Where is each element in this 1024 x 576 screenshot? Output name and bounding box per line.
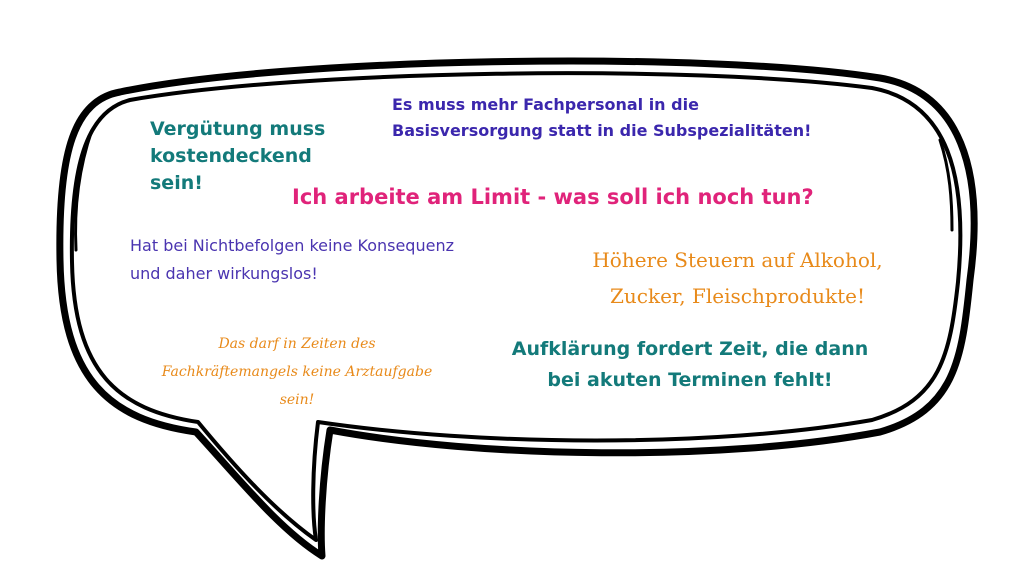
bubble-accent-stroke-left bbox=[74, 128, 94, 252]
quote-am-limit: Ich arbeite am Limit - was soll ich noch… bbox=[292, 185, 814, 209]
quote-aufklaerung: Aufklärung fordert Zeit, die dann bei ak… bbox=[511, 338, 869, 391]
quote-hoehere-steuern: Höhere Steuern auf Alkohol, Zucker, Flei… bbox=[592, 248, 883, 308]
quote-keine-konsequenz: Hat bei Nichtbefolgen keine Konsequenz u… bbox=[130, 236, 454, 283]
quote-fachpersonal: Es muss mehr Fachpersonal in die Basisve… bbox=[392, 95, 812, 140]
bubble-outer-stroke bbox=[56, 57, 978, 560]
bubble-inner-stroke bbox=[69, 71, 963, 542]
quote-verguetung: Vergütung muss kostendeckend sein! bbox=[150, 118, 326, 194]
quote-keine-arztaufgabe: Das darf in Zeiten des Fachkräftemangels… bbox=[161, 336, 433, 408]
bubble-accent-stroke-right bbox=[938, 138, 954, 232]
